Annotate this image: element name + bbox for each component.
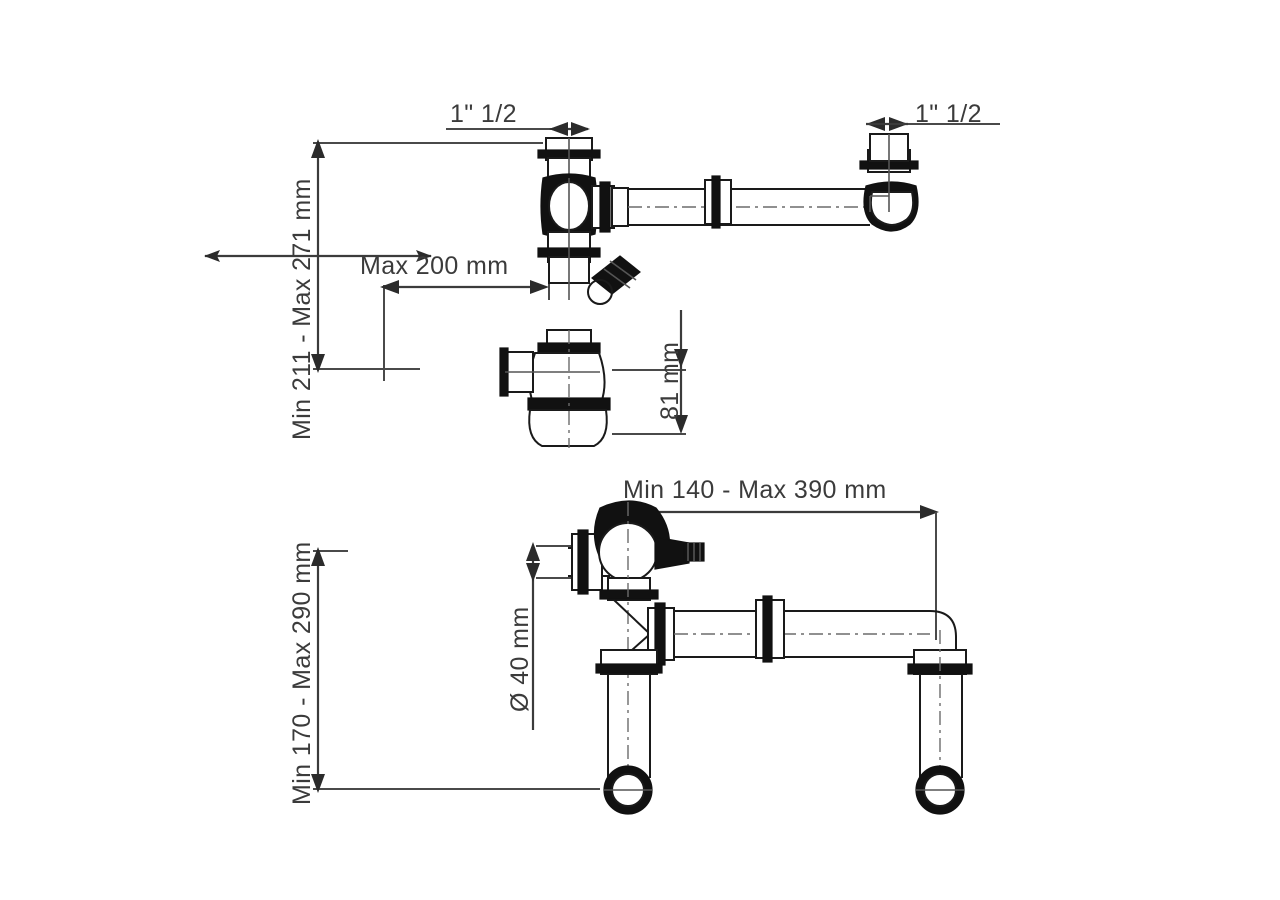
drop-pipe-right	[919, 674, 963, 778]
inlet-stub-lower	[568, 529, 610, 595]
label-inlet-thread: 1" 1/2	[450, 100, 517, 128]
trap-bowl-upper	[499, 329, 611, 448]
upper-view-group	[204, 117, 1000, 448]
lower-view-group	[311, 500, 973, 815]
dim-lower-height	[311, 547, 600, 793]
drain-outlet-right	[915, 765, 965, 815]
dim-trap-height	[612, 310, 688, 435]
dim-upper-offset	[380, 230, 550, 381]
tee-branch-lower	[595, 599, 675, 675]
valve-handle-upper	[587, 255, 641, 305]
dim-inlet-thread	[446, 122, 590, 136]
tee-body-lower	[593, 500, 705, 800]
outlet-elbow-upper	[859, 133, 919, 232]
label-pipe-diameter: Ø 40 mm	[506, 606, 534, 712]
label-lower-span: Min 140 - Max 390 mm	[623, 476, 887, 504]
tee-side-branch	[591, 181, 629, 233]
label-upper-height: Min 211 - Max 271 mm	[288, 178, 316, 440]
label-lower-height: Min 170 - Max 290 mm	[288, 541, 316, 805]
label-trap-height: 81 mm	[656, 342, 684, 420]
drop-pipe-left	[607, 674, 651, 778]
dim-outlet-thread	[866, 117, 1000, 131]
horizontal-pipe-upper	[628, 175, 870, 229]
drain-outlet-left	[603, 765, 653, 815]
label-outlet-thread: 1" 1/2	[915, 100, 982, 128]
tee-body-upper	[537, 173, 601, 300]
elbow-right-lower	[907, 610, 973, 800]
label-upper-offset: Max 200 mm	[360, 252, 508, 280]
horizontal-pipe-lower	[674, 595, 930, 663]
dim-upper-height	[204, 139, 543, 373]
